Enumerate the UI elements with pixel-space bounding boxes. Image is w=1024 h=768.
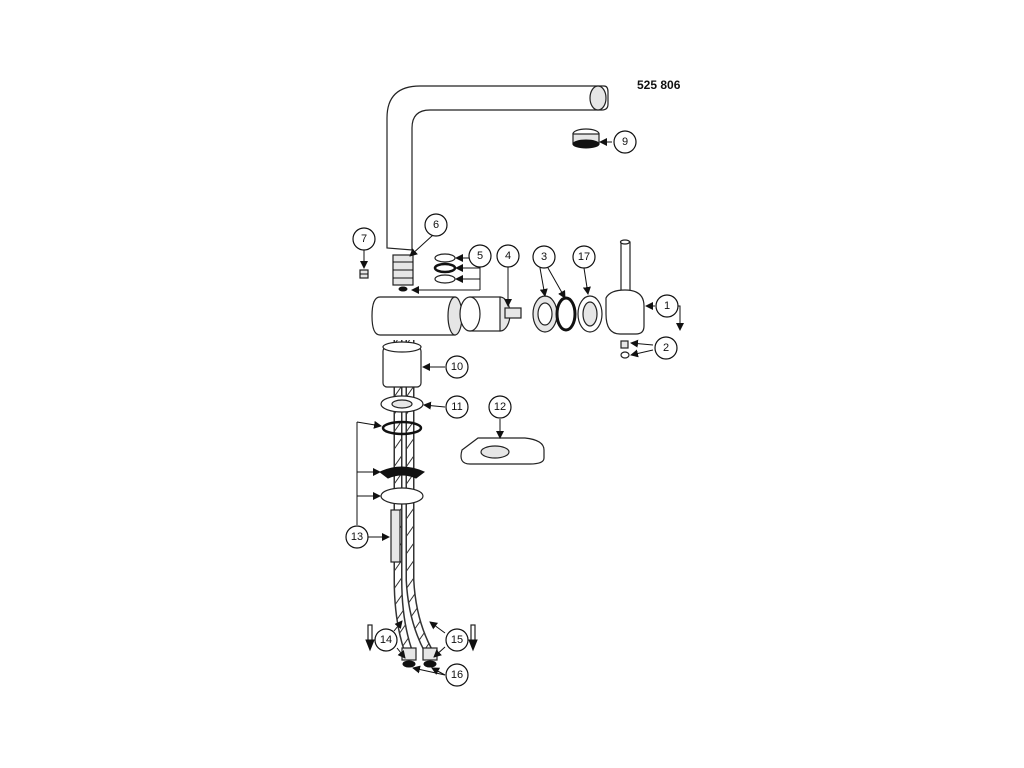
grub-screw-part: [359, 269, 369, 279]
svg-text:16: 16: [451, 669, 463, 681]
callout-1: 1: [655, 294, 679, 318]
cartridge-nut-part: [532, 295, 577, 333]
svg-text:15: 15: [451, 634, 463, 646]
svg-text:11: 11: [451, 401, 462, 413]
handle-screw-part: [620, 340, 630, 359]
svg-text:9: 9: [622, 136, 628, 148]
mounting-sleeve-part: [382, 346, 422, 388]
faucet-body: [371, 296, 456, 336]
cartridge-part: [459, 296, 522, 332]
callout-15: 15: [445, 628, 469, 652]
thread-insert-part: [392, 254, 414, 292]
o-rings-part: [433, 253, 457, 284]
aerator-part: [572, 128, 600, 149]
callout-3: 3: [532, 245, 556, 269]
svg-text:13: 13: [351, 531, 363, 543]
callout-10: 10: [445, 355, 469, 379]
svg-text:6: 6: [433, 219, 439, 231]
callout-16: 16: [445, 663, 469, 687]
callout-7: 7: [352, 227, 376, 251]
spout: [386, 85, 609, 251]
cold-marker-icon: [468, 624, 478, 652]
cover-sleeve-part: [577, 295, 603, 333]
sealing-plate-part: [460, 437, 545, 465]
base-ring-part: [380, 395, 424, 413]
callout-12: 12: [488, 395, 512, 419]
svg-text:2: 2: [663, 342, 669, 354]
callout-13: 13: [345, 525, 369, 549]
callout-5: 5: [468, 244, 492, 268]
svg-text:1: 1: [664, 300, 670, 312]
svg-text:4: 4: [505, 250, 511, 262]
spout-outlet: [589, 85, 607, 111]
svg-text:14: 14: [380, 634, 392, 646]
callout-6: 6: [424, 213, 448, 237]
svg-text:3: 3: [541, 251, 547, 263]
callout-4: 4: [496, 244, 520, 268]
callout-11: 11: [445, 395, 469, 419]
fixing-set-part: [379, 420, 425, 563]
leader-lines: [356, 138, 684, 676]
svg-text:17: 17: [578, 251, 590, 263]
hot-marker-icon: [365, 624, 375, 652]
svg-text:5: 5: [477, 250, 483, 262]
callout-2: 2: [654, 336, 678, 360]
svg-text:7: 7: [361, 233, 367, 245]
part-number-label: 525 806: [637, 78, 681, 92]
callout-14: 14: [374, 628, 398, 652]
hose-connectors-part: [401, 647, 438, 668]
svg-text:10: 10: [451, 361, 463, 373]
callout-9: 9: [613, 130, 637, 154]
callout-17: 17: [572, 245, 596, 269]
svg-text:12: 12: [494, 401, 506, 413]
lever-handle-part: [605, 239, 645, 335]
